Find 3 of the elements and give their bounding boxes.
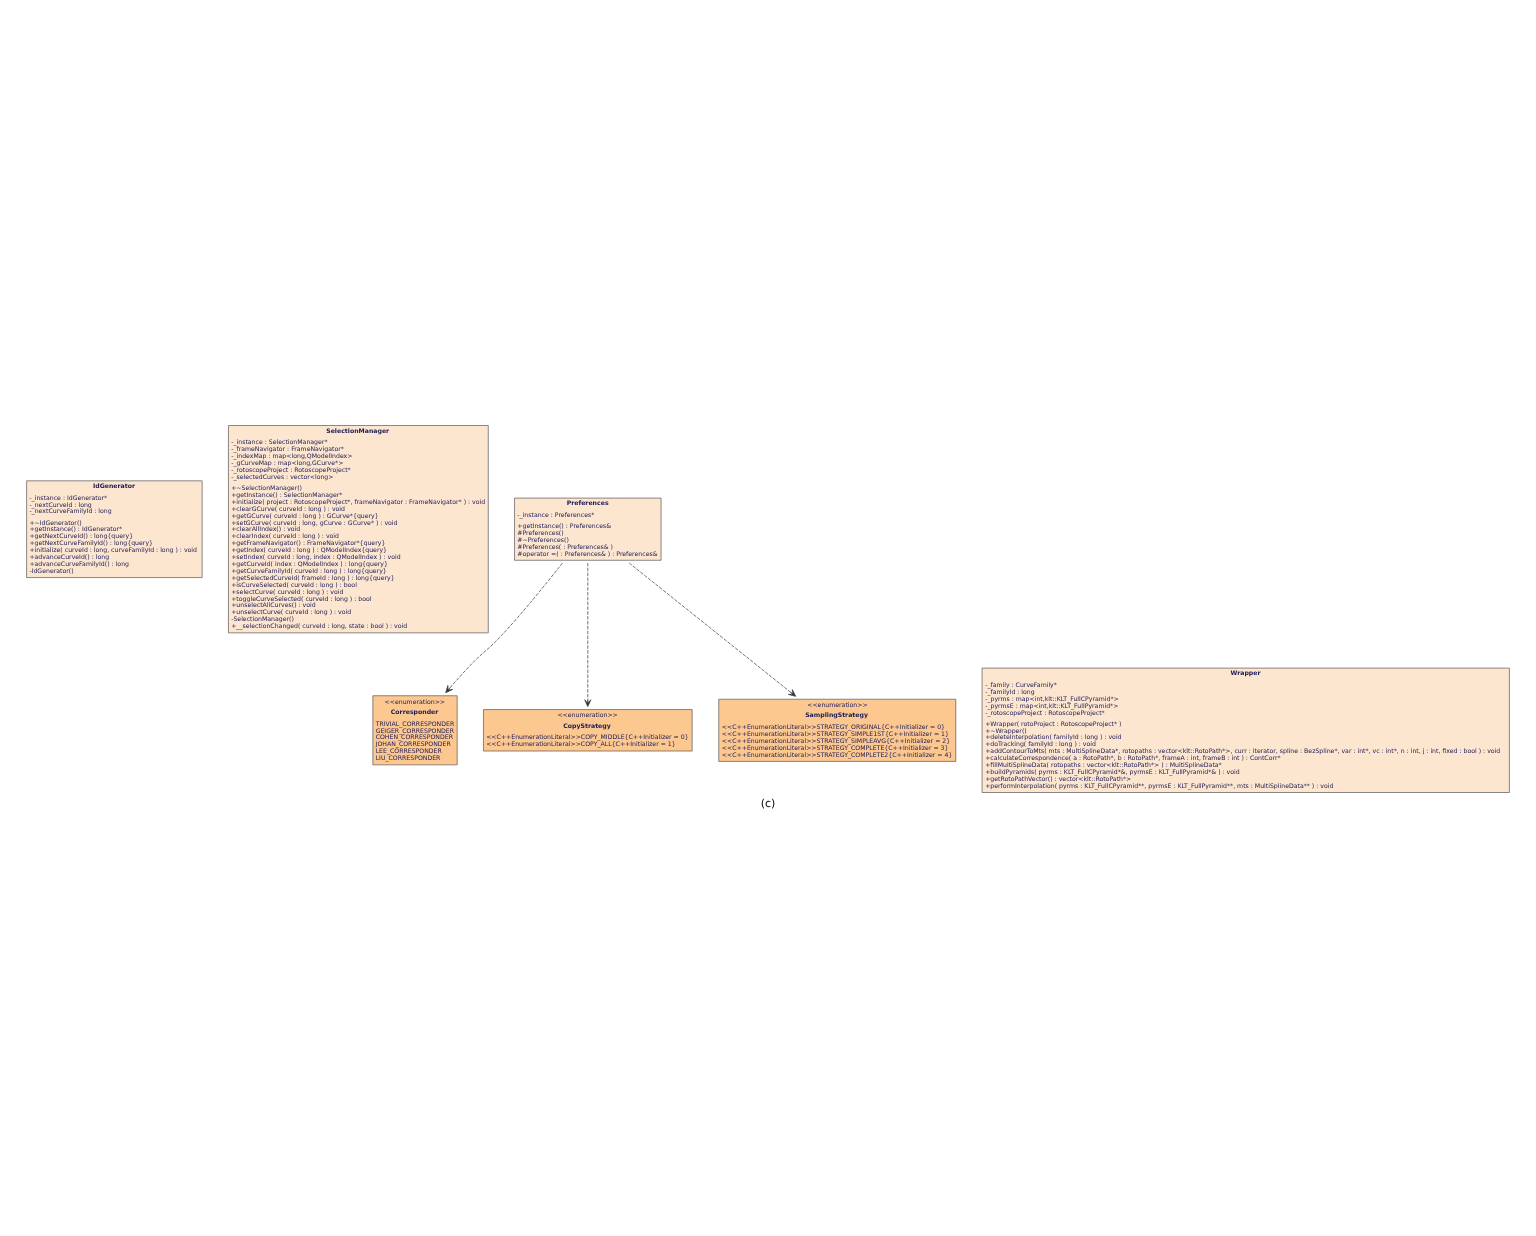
- arrow: [445, 562, 563, 694]
- arrow: [584, 562, 592, 707]
- arrow: [628, 562, 797, 697]
